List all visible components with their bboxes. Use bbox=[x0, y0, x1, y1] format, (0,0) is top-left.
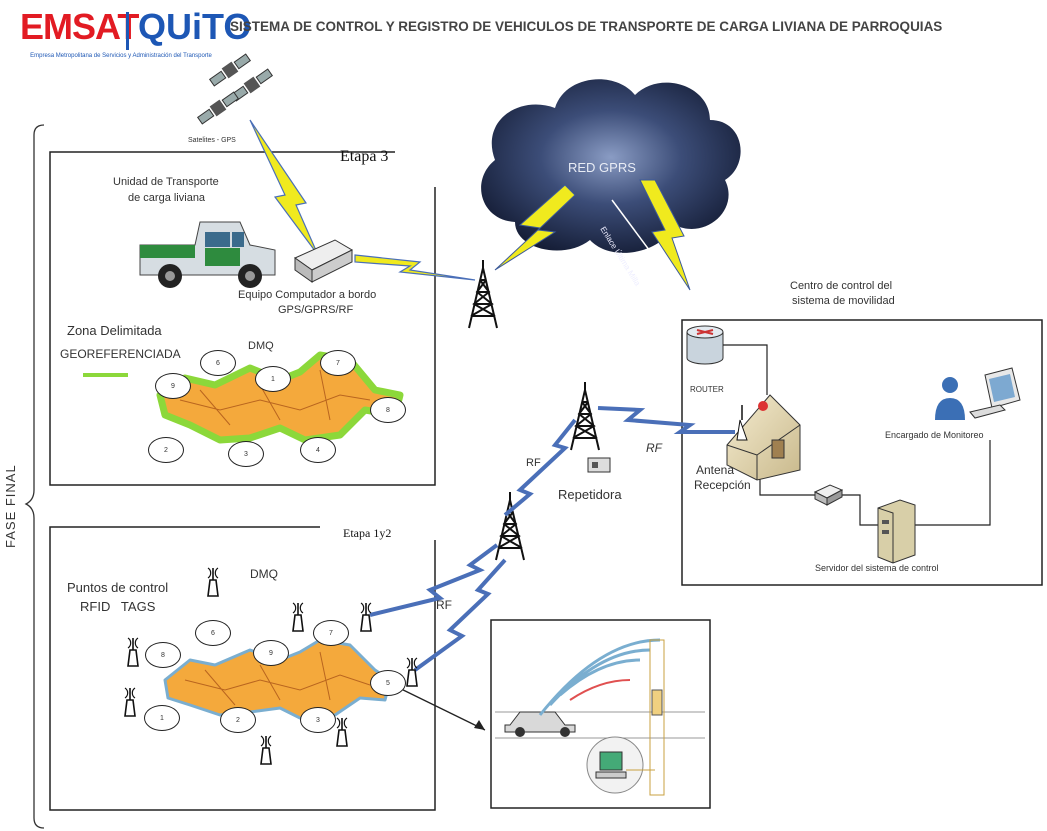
emsat-logo: EMSAT bbox=[20, 6, 139, 47]
control-center-title: Centro de control del bbox=[790, 280, 893, 292]
zone-bubble: 8 bbox=[145, 642, 181, 668]
zone-bubble: 2 bbox=[220, 707, 256, 733]
zone-bubble: 8 bbox=[370, 397, 406, 423]
stage12-label: Etapa 1y2 bbox=[343, 526, 392, 540]
rf-link bbox=[413, 558, 507, 672]
gprs-tower-icon bbox=[468, 259, 498, 329]
rfid-antenna-icon bbox=[260, 735, 272, 765]
operator-icon bbox=[935, 377, 965, 420]
router-icon bbox=[686, 325, 724, 365]
rfid-antenna-icon bbox=[360, 602, 372, 632]
stage12-box bbox=[49, 526, 436, 811]
rfid-antenna-icon bbox=[406, 657, 418, 687]
rfid-antenna-icon bbox=[127, 637, 139, 667]
operator-label: Encargado de Monitoreo bbox=[885, 430, 984, 440]
map-label: DMQ bbox=[250, 567, 278, 581]
satellites-label: Satelites - GPS bbox=[188, 137, 236, 144]
rfid-scene bbox=[495, 638, 705, 796]
monitor-icon bbox=[969, 367, 1021, 419]
computer-label: Equipo Computador a bordo bbox=[238, 289, 377, 301]
phase-brace bbox=[24, 124, 45, 829]
page-title: SISTEMA DE CONTROL Y REGISTRO DE VEHICUL… bbox=[230, 19, 943, 34]
stage3-label: Etapa 3 bbox=[340, 148, 389, 165]
vehicle-label: de carga liviana bbox=[128, 192, 206, 204]
server-icon bbox=[877, 499, 916, 564]
rf-label: RF bbox=[646, 441, 662, 455]
zone-bubble: 4 bbox=[300, 437, 336, 463]
rfid-antenna-icon bbox=[336, 717, 348, 747]
logo-separator bbox=[126, 12, 129, 50]
zone-bubble: 3 bbox=[300, 707, 336, 733]
zone-bubble: 1 bbox=[144, 705, 180, 731]
rf-link bbox=[369, 543, 499, 617]
switch-icon bbox=[813, 484, 844, 506]
logo-subtitle: Empresa Metropolitana de Servicios y Adm… bbox=[30, 53, 212, 59]
rfid-antenna-icon bbox=[292, 602, 304, 632]
cloud-lightning bbox=[494, 184, 576, 271]
zone-label: GEOREFERENCIADA bbox=[60, 347, 181, 361]
last-mile-link bbox=[611, 199, 691, 306]
zone-bubble: 3 bbox=[228, 441, 264, 467]
zone-bubble: 7 bbox=[313, 620, 349, 646]
cloud-lightning bbox=[639, 179, 691, 291]
rf-label: RF bbox=[436, 598, 452, 612]
zone-bubble: 5 bbox=[370, 670, 406, 696]
router-label: ROUTER bbox=[690, 385, 724, 394]
gps-lightning bbox=[249, 119, 319, 256]
rfid-detail-box bbox=[490, 619, 711, 809]
satellite-icon bbox=[196, 91, 240, 125]
control-points-label: RFID TAGS bbox=[80, 599, 156, 614]
control-center-title: sistema de movilidad bbox=[792, 295, 895, 307]
repeater-device-icon bbox=[587, 457, 611, 473]
reception-building-icon bbox=[726, 394, 801, 481]
rf-link bbox=[597, 406, 735, 434]
computer-label: GPS/GPRS/RF bbox=[278, 304, 354, 316]
truck-icon bbox=[139, 221, 276, 288]
zone-bubble: 9 bbox=[155, 373, 191, 399]
control-points-label: Puntos de control bbox=[67, 580, 169, 595]
antenna-label: Recepción bbox=[694, 478, 751, 492]
server-label: Servidor del sistema de control bbox=[815, 563, 939, 573]
quito-logo: QUiTO bbox=[138, 6, 252, 47]
detail-arrow bbox=[392, 684, 486, 731]
zone-bubble: 2 bbox=[148, 437, 184, 463]
zone-bubble: 6 bbox=[195, 620, 231, 646]
rfid-antenna-icon bbox=[207, 567, 219, 597]
rf-label: RF bbox=[526, 457, 541, 469]
map-label: DMQ bbox=[248, 340, 274, 352]
zone-bubble: 1 bbox=[255, 366, 291, 392]
repeater-label: Repetidora bbox=[558, 487, 622, 502]
antenna-label: Antena bbox=[696, 463, 735, 477]
zone-bubble: 6 bbox=[200, 350, 236, 376]
stage3-box bbox=[49, 151, 436, 486]
zone-label: Zona Delimitada bbox=[67, 323, 162, 338]
control-center-box bbox=[681, 319, 1043, 586]
rf-link bbox=[503, 418, 577, 517]
zone-bubble: 7 bbox=[320, 350, 356, 376]
repeater-tower-icon bbox=[570, 381, 600, 451]
zone-bubble: 9 bbox=[253, 640, 289, 666]
satellite-icon bbox=[208, 53, 252, 87]
cloud-label: RED GPRS bbox=[568, 160, 636, 175]
phase-label: FASE FINAL bbox=[3, 464, 18, 548]
vehicle-label: Unidad de Transporte bbox=[113, 176, 219, 188]
onboard-computer-icon bbox=[293, 239, 354, 283]
gprs-lightning bbox=[354, 254, 476, 281]
rfid-antenna-icon bbox=[124, 687, 136, 717]
